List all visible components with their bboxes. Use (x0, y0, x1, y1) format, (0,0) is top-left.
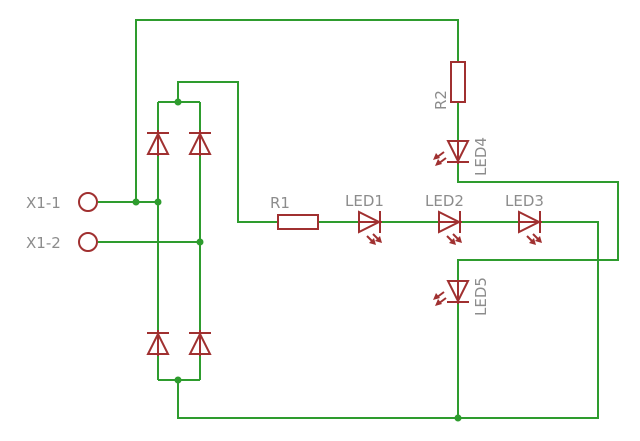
connector-pad (78, 232, 98, 252)
led-label: LED1 (345, 192, 384, 210)
junction-dot (196, 238, 204, 246)
led-triangle (446, 140, 470, 164)
bridge-diode-upper-left (146, 130, 170, 156)
led-triangle (518, 210, 542, 234)
resistor-body (450, 61, 466, 103)
connector-x1-1: X1-1 (26, 192, 98, 212)
junction-dot (454, 414, 462, 422)
light-arrows-icon (366, 233, 382, 245)
junction-dot (174, 376, 182, 384)
connector-label: X1-2 (26, 234, 61, 252)
led-label: LED2 (425, 192, 464, 210)
led-led2: LED2 (425, 192, 464, 245)
led-label: LED5 (472, 277, 490, 316)
led-led3: LED3 (505, 192, 544, 245)
led-led4: LED4 (433, 137, 490, 176)
junctions (132, 98, 462, 422)
diode-triangle (188, 131, 212, 155)
diode-triangle (188, 331, 212, 355)
light-arrows-icon (446, 233, 462, 245)
led-triangle (438, 210, 462, 234)
connector-label: X1-1 (26, 194, 61, 212)
resistor-body (277, 214, 319, 230)
light-arrows-icon (433, 151, 447, 166)
junction-dot (174, 98, 182, 106)
resistor-r1: R1 (270, 194, 319, 230)
resistor-label: R2 (432, 90, 450, 110)
bridge-diode-lower-right (188, 330, 212, 356)
wire-bridge-to-r1 (177, 81, 278, 223)
diode-triangle (146, 131, 170, 155)
connector-pad (78, 192, 98, 212)
led-label: LED4 (472, 137, 490, 176)
bridge-diode-lower-left (146, 330, 170, 356)
resistor-label: R1 (270, 194, 290, 212)
wire-top-loop (135, 19, 459, 202)
light-arrows-icon (433, 291, 447, 306)
led-triangle (446, 280, 470, 304)
wire-led3-return (177, 221, 599, 419)
connector-x1-2: X1-2 (26, 232, 98, 252)
led-triangle (358, 210, 382, 234)
resistor-r2: R2 (432, 61, 466, 110)
junction-dot (132, 198, 140, 206)
light-arrows-icon (526, 233, 542, 245)
junction-dot (154, 198, 162, 206)
bridge-diode-upper-right (188, 130, 212, 156)
diode-triangle (146, 331, 170, 355)
led-led1: LED1 (345, 192, 384, 245)
led-label: LED3 (505, 192, 544, 210)
led-led5: LED5 (433, 277, 490, 316)
wire-led4-loop (457, 162, 619, 280)
